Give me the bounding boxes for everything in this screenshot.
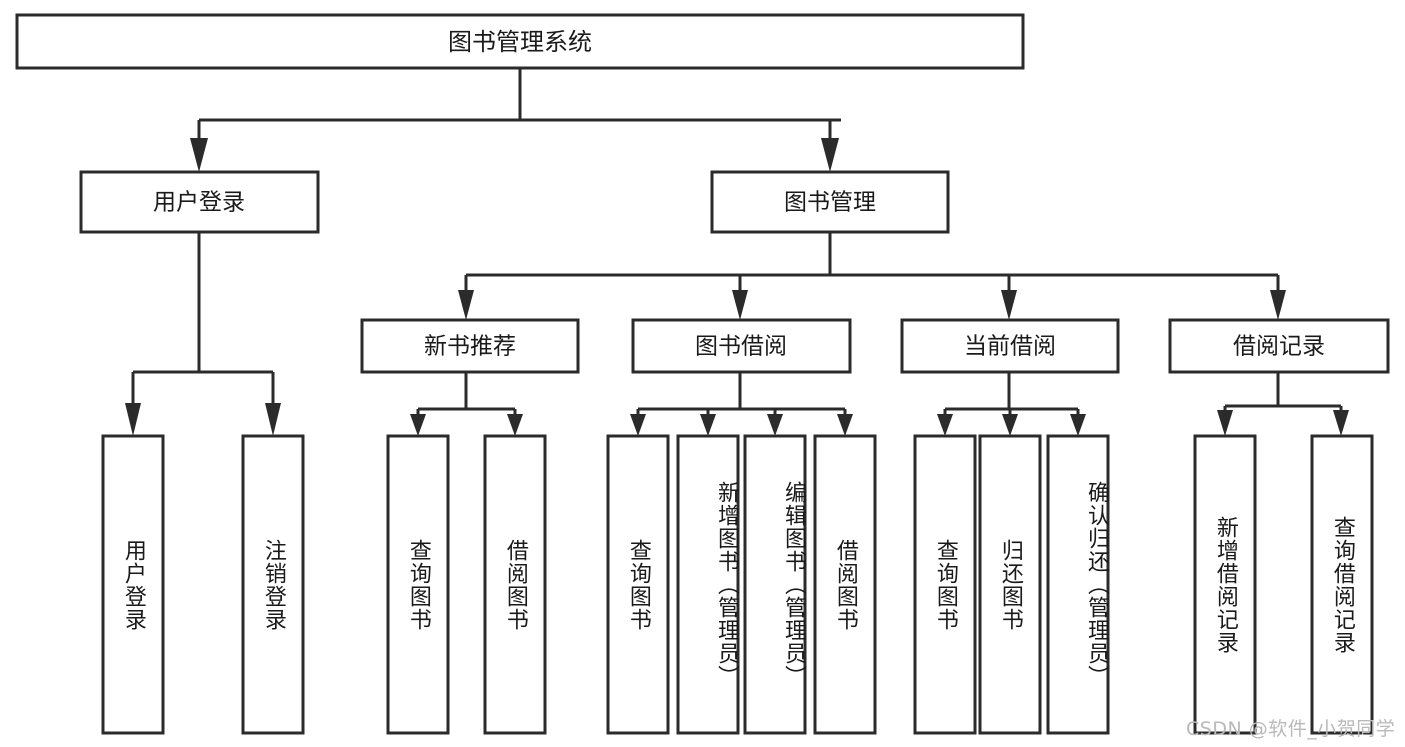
arrow-leaf-borrow-book-2 [837, 414, 853, 436]
node-new-book-recommend-box[interactable] [360, 318, 580, 374]
arrow-leaf-query-book-1 [410, 414, 426, 436]
node-book-borrow-box[interactable] [631, 318, 852, 374]
node-book-borrow[interactable]: 图书借阅 [631, 318, 852, 374]
arrow-borrow-record [1270, 290, 1286, 320]
node-root[interactable]: 图书管理系统 [15, 13, 1025, 70]
arrow-leaf-query-book-2 [630, 414, 646, 436]
connectors-new-book-to-leaves [410, 372, 523, 436]
node-leaf-query-book-3-box[interactable] [913, 434, 977, 735]
connectors-user-login-to-leaves [125, 232, 281, 436]
node-borrow-record[interactable]: 借阅记录 [1168, 318, 1390, 374]
leaf-boxes-user-login [101, 434, 305, 735]
arrow-leaf-query-record [1333, 410, 1349, 436]
node-borrow-record-box[interactable] [1168, 318, 1390, 374]
arrow-leaf-return-book [1002, 414, 1018, 436]
node-leaf-confirm-return-box[interactable] [1046, 434, 1110, 735]
arrow-leaf-query-book-3 [937, 414, 953, 436]
connectors-root-to-level2 [190, 68, 841, 172]
arrow-book-borrow [732, 290, 748, 320]
node-borrow-record-label: 借阅记录 [1233, 334, 1325, 360]
arrow-leaf-borrow-book-1 [507, 414, 523, 436]
connectors-book-management-to-level3 [458, 232, 1286, 320]
node-new-book-recommend[interactable]: 新书推荐 [360, 318, 580, 374]
node-current-borrow[interactable]: 当前借阅 [900, 318, 1120, 374]
node-root-label: 图书管理系统 [448, 28, 592, 56]
node-leaf-query-book-2-box[interactable] [606, 434, 670, 735]
node-user-login-label: 用户登录 [153, 190, 245, 216]
connectors-current-borrow-to-leaves [937, 372, 1086, 436]
node-leaf-return-book-box[interactable] [978, 434, 1042, 735]
node-book-borrow-label: 图书借阅 [695, 334, 787, 360]
node-current-borrow-box[interactable] [900, 318, 1120, 374]
arrow-leaf-user-logout [265, 403, 281, 436]
arrow-user-login [190, 138, 208, 172]
node-user-login[interactable]: 用户登录 [79, 170, 320, 234]
node-current-borrow-label: 当前借阅 [964, 334, 1056, 360]
node-root-box[interactable] [15, 13, 1025, 70]
node-book-management-box[interactable] [710, 170, 950, 234]
arrow-current-borrow [1001, 290, 1017, 320]
arrow-book-management [821, 138, 839, 172]
node-user-login-box[interactable] [79, 170, 320, 234]
node-book-management-label: 图书管理 [784, 190, 876, 216]
csdn-watermark: CSDN @软件_小贺同学 [1186, 718, 1396, 740]
node-leaf-add-record-box[interactable] [1193, 434, 1257, 735]
arrow-leaf-confirm-return [1070, 414, 1086, 436]
node-leaf-borrow-book-2-box[interactable] [813, 434, 877, 735]
connectors-borrow-record-to-leaves [1217, 372, 1349, 436]
leaf-boxes-new-book-recommend [386, 434, 547, 735]
arrow-leaf-add-record [1217, 410, 1233, 436]
node-leaf-borrow-book-1-box[interactable] [483, 434, 547, 735]
node-leaf-user-login-box[interactable] [101, 434, 165, 735]
node-book-management[interactable]: 图书管理 [710, 170, 950, 234]
leaf-boxes-borrow-record [1193, 434, 1374, 735]
arrow-leaf-edit-book [767, 414, 783, 436]
node-leaf-query-record-box[interactable] [1310, 434, 1374, 735]
leaf-boxes-book-borrow [606, 434, 877, 735]
node-leaf-edit-book-box[interactable] [743, 434, 807, 735]
node-leaf-add-book-box[interactable] [676, 434, 740, 735]
leaf-boxes-current-borrow [913, 434, 1110, 735]
connectors-book-borrow-to-leaves [630, 372, 853, 436]
node-new-book-recommend-label: 新书推荐 [424, 334, 516, 360]
arrow-leaf-add-book [700, 414, 716, 436]
arrow-leaf-user-login [125, 403, 141, 436]
node-leaf-user-logout-box[interactable] [241, 434, 305, 735]
arrow-new-book-recommend [458, 290, 474, 320]
node-leaf-query-book-1-box[interactable] [386, 434, 450, 735]
